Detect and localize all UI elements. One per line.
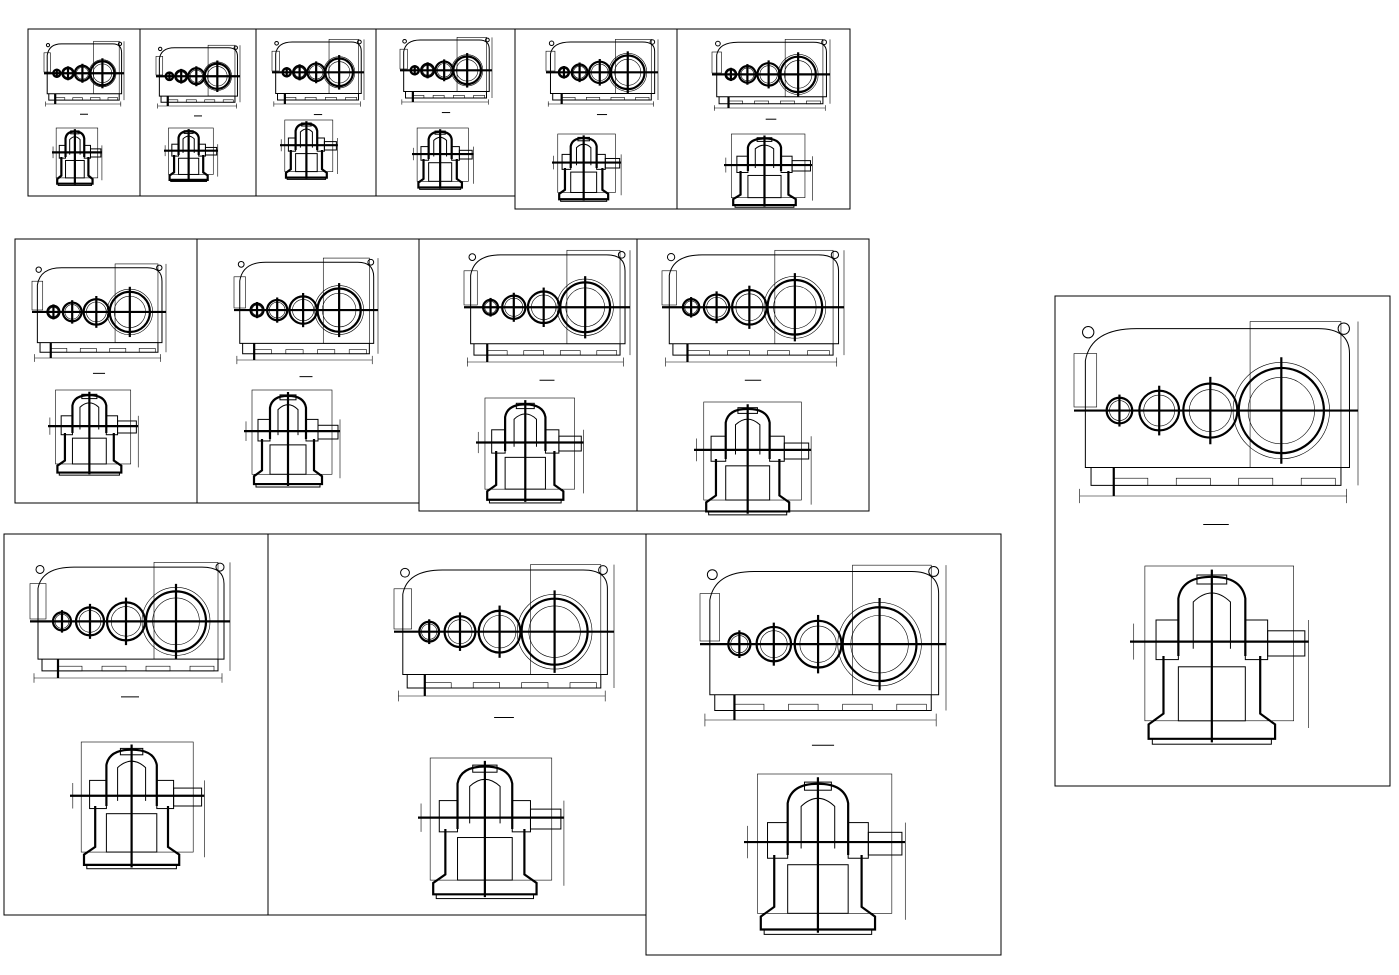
gearbox-end-view — [244, 389, 341, 488]
gearbox-side-view — [545, 39, 659, 107]
sheet-11 — [1054, 295, 1391, 787]
sheet-8 — [196, 238, 422, 504]
gearbox-end-view — [70, 741, 205, 870]
sheet-3 — [255, 28, 378, 197]
sheet-4 — [375, 28, 517, 197]
gearbox-end-view — [1130, 565, 1309, 745]
gearbox-side-view — [699, 564, 947, 727]
gearbox-end-view — [724, 133, 813, 208]
gearbox-side-view — [1073, 321, 1359, 504]
gearbox-side-view — [661, 249, 845, 367]
gearbox-side-view — [393, 564, 615, 702]
gearbox-side-view — [29, 562, 231, 683]
gearbox-end-view — [476, 397, 584, 504]
gearbox-side-view — [43, 40, 125, 107]
gearbox-end-view — [694, 401, 812, 516]
sheet-13 — [267, 533, 648, 916]
gearbox-side-view — [271, 39, 365, 107]
sheet-1 — [27, 28, 141, 197]
gearbox-end-view — [164, 127, 219, 182]
gearbox-side-view — [711, 39, 831, 111]
sheet-5 — [514, 28, 679, 210]
gearbox-end-view — [418, 757, 565, 900]
gearbox-side-view — [233, 257, 379, 365]
gearbox-end-view — [52, 127, 103, 186]
sheet-10 — [636, 238, 870, 516]
gearbox-side-view — [463, 249, 631, 367]
gearbox-side-view — [399, 37, 493, 105]
gearbox-end-view — [280, 119, 338, 180]
gearbox-side-view — [155, 44, 241, 109]
sheet-9 — [418, 238, 640, 512]
gearbox-end-view — [552, 133, 622, 202]
sheet-12 — [3, 533, 270, 916]
sheet-6 — [676, 28, 851, 210]
gearbox-side-view — [31, 263, 167, 362]
gearbox-end-view — [412, 127, 474, 190]
sheet-2 — [139, 28, 258, 197]
gearbox-end-view — [744, 773, 906, 935]
sheet-14 — [645, 533, 1002, 956]
sheet-7 — [14, 238, 199, 504]
gearbox-end-view — [48, 389, 139, 476]
